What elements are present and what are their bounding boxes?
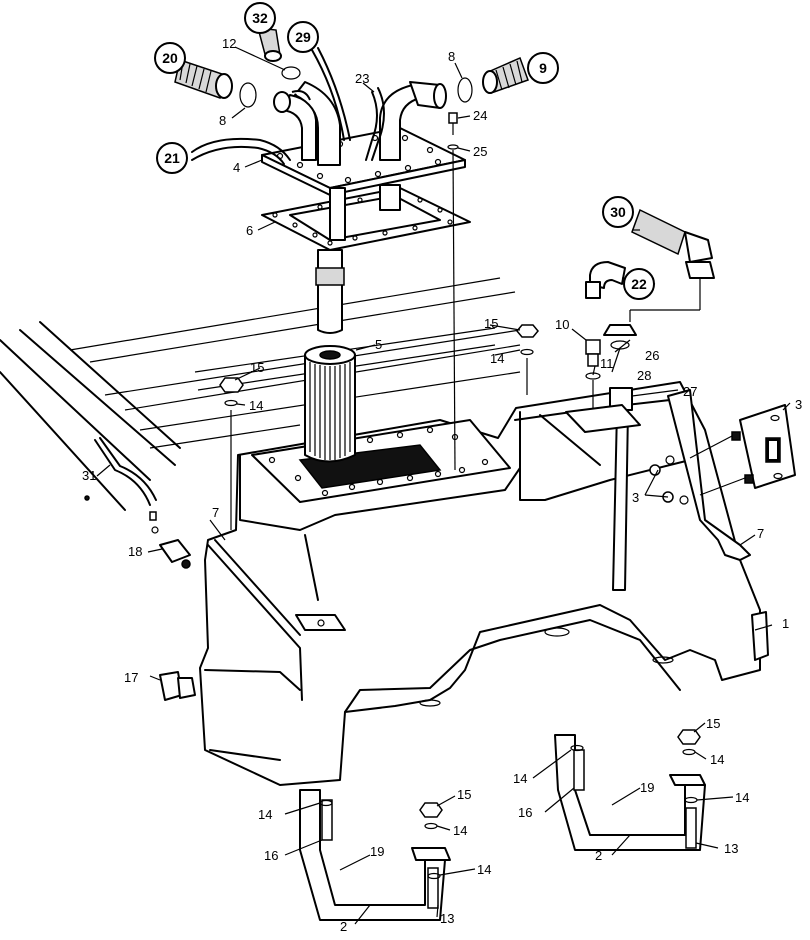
pickup-tube xyxy=(315,249,345,334)
svg-text:22: 22 xyxy=(631,276,647,292)
filter-element xyxy=(304,345,356,463)
callout-16: 16 xyxy=(518,805,532,820)
leader-lines xyxy=(96,46,791,925)
hose-clamp xyxy=(239,66,473,108)
drain-plug-17 xyxy=(159,671,196,701)
callout-14: 14 xyxy=(735,790,749,805)
callout-15: 15 xyxy=(706,716,720,731)
callout-24: 24 xyxy=(473,108,487,123)
hose-22 xyxy=(585,261,626,299)
bubble-callouts: 32 29 20 9 21 30 22 xyxy=(154,2,655,300)
callout-14: 14 xyxy=(258,807,272,822)
callout-18: 18 xyxy=(128,544,142,559)
callout-12: 12 xyxy=(222,36,236,51)
callout-14: 14 xyxy=(710,752,724,767)
svg-text:30: 30 xyxy=(610,204,626,220)
sender-plate xyxy=(565,404,641,433)
callout-31: 31 xyxy=(82,468,96,483)
gasket xyxy=(261,187,471,251)
hose-21 xyxy=(191,137,291,165)
callout-4: 4 xyxy=(233,160,240,175)
mount-strap-left xyxy=(299,789,451,921)
callout-8: 8 xyxy=(448,49,455,64)
svg-text:29: 29 xyxy=(295,29,311,45)
callout-19: 19 xyxy=(370,844,384,859)
callout-19: 19 xyxy=(640,780,654,795)
callout-27: 27 xyxy=(683,384,697,399)
callout-15: 15 xyxy=(457,787,471,802)
hose-9 xyxy=(482,56,529,94)
callout-2: 2 xyxy=(340,919,347,934)
callout-14: 14 xyxy=(453,823,467,838)
supply-elbow xyxy=(379,81,447,161)
svg-text:32: 32 xyxy=(252,10,268,26)
bolt-24 xyxy=(447,112,459,471)
callout-6: 6 xyxy=(246,223,253,238)
hose-30 xyxy=(631,208,715,279)
wire-harness-31 xyxy=(84,437,159,534)
callout-3: 3 xyxy=(795,397,802,412)
callout-26: 26 xyxy=(645,348,659,363)
hose-20 xyxy=(174,59,233,99)
callout-14: 14 xyxy=(249,398,263,413)
callout-15: 15 xyxy=(484,316,498,331)
callout-25: 25 xyxy=(473,144,487,159)
svg-text:21: 21 xyxy=(164,150,180,166)
callout-7: 7 xyxy=(212,505,219,520)
callout-13: 13 xyxy=(724,841,738,856)
callout-2: 2 xyxy=(595,848,602,863)
callout-3: 3 xyxy=(632,490,639,505)
bubble-30: 30 xyxy=(602,196,634,228)
callout-13: 13 xyxy=(440,911,454,926)
callout-5: 5 xyxy=(375,337,382,352)
svg-text:20: 20 xyxy=(162,50,178,66)
bubble-21: 21 xyxy=(156,142,188,174)
callout-10: 10 xyxy=(555,317,569,332)
hose-29 xyxy=(311,47,351,141)
svg-text:9: 9 xyxy=(539,60,547,76)
bubble-22: 22 xyxy=(623,268,655,300)
callout-14: 14 xyxy=(477,862,491,877)
callout-1: 1 xyxy=(782,616,789,631)
nuts-washers xyxy=(219,324,701,880)
tank-mount-tabs xyxy=(295,614,346,631)
bubble-32: 32 xyxy=(244,2,276,34)
callout-16: 16 xyxy=(264,848,278,863)
bubble-20: 20 xyxy=(154,42,186,74)
bubble-29: 29 xyxy=(287,21,319,53)
callout-14: 14 xyxy=(490,351,504,366)
vent-line-23 xyxy=(365,87,385,161)
callout-7: 7 xyxy=(757,526,764,541)
callout-11: 11 xyxy=(600,356,614,371)
bubble-9: 9 xyxy=(527,52,559,84)
sender-18 xyxy=(159,539,191,569)
part-callouts: 12 23 8 8 24 25 4 6 15 5 10 11 26 28 27 … xyxy=(82,36,802,934)
level-sender xyxy=(649,404,796,505)
callout-15: 15 xyxy=(250,360,264,375)
callout-17: 17 xyxy=(124,670,138,685)
callout-14: 14 xyxy=(513,771,527,786)
callout-28: 28 xyxy=(637,368,651,383)
top-plate xyxy=(261,127,466,241)
callout-8: 8 xyxy=(219,113,226,128)
callout-23: 23 xyxy=(355,71,369,86)
